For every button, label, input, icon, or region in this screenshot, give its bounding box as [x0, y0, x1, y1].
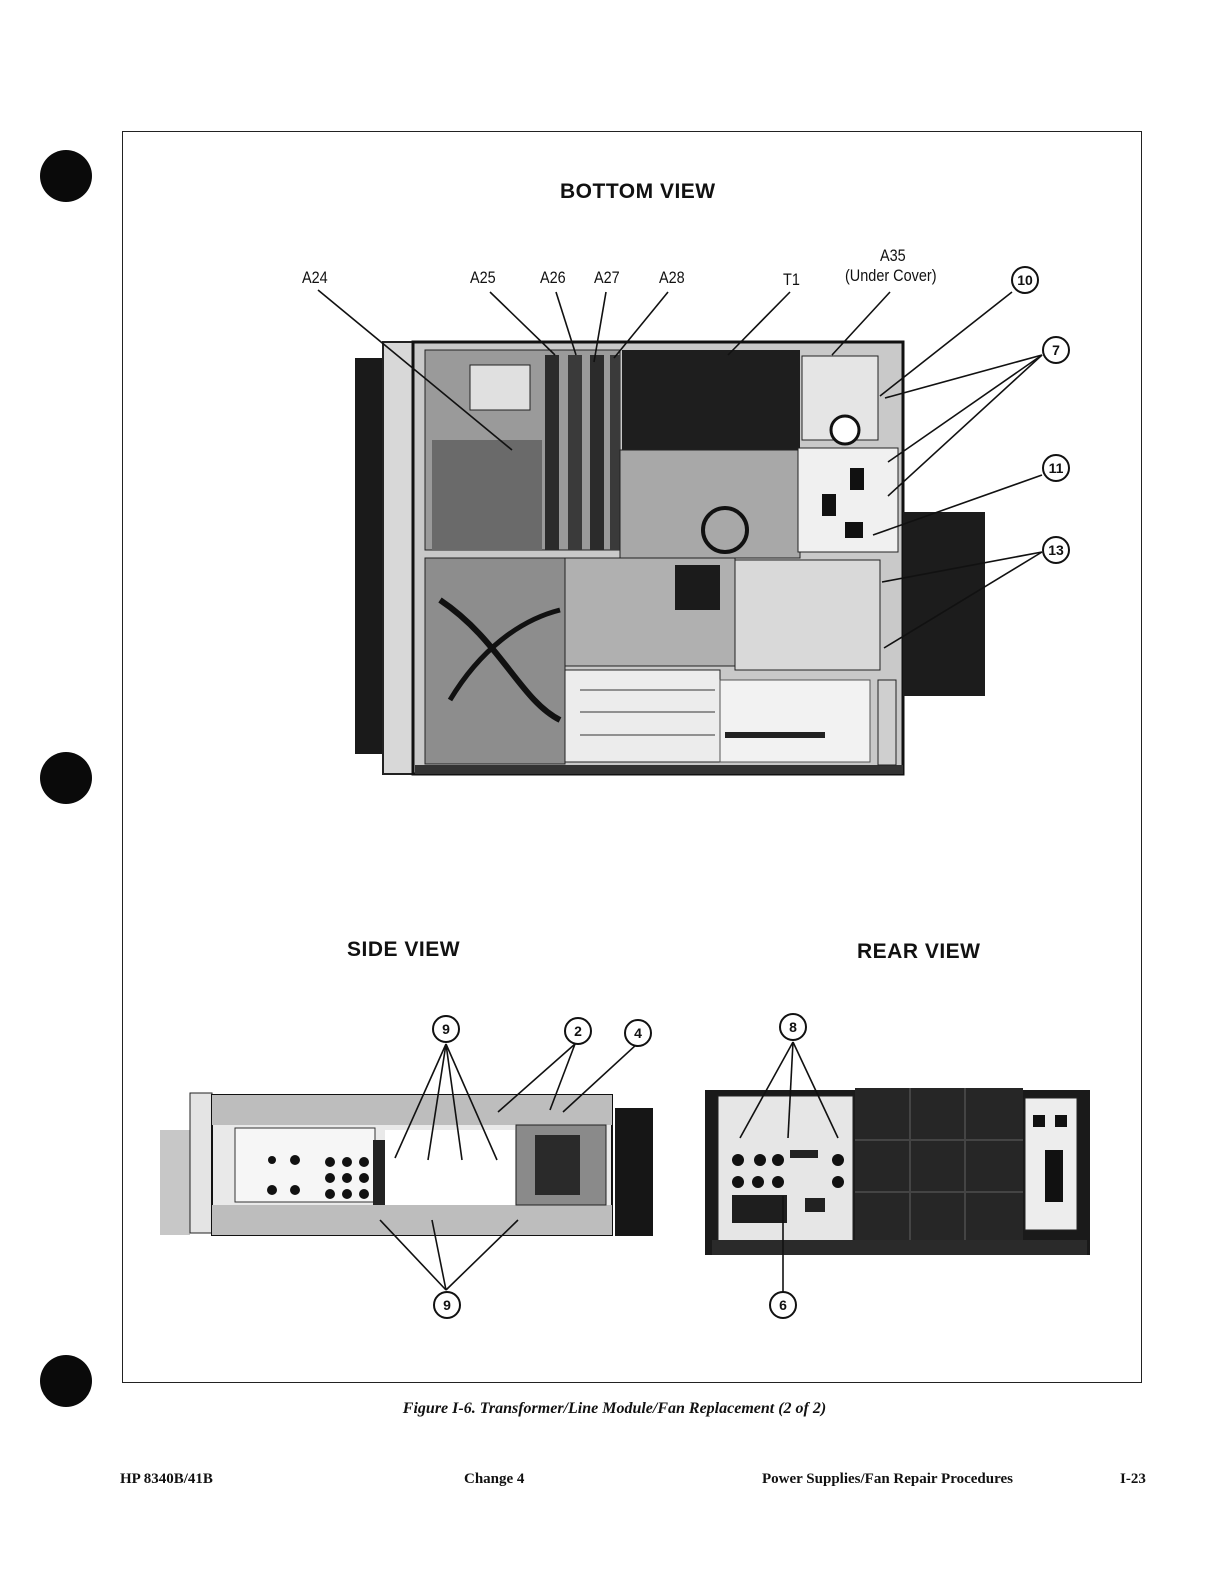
label-t1: T1	[783, 270, 800, 290]
figure-caption: Figure I-6. Transformer/Line Module/Fan …	[0, 1400, 1229, 1418]
callout-8: 8	[779, 1013, 807, 1041]
callout-10: 10	[1011, 266, 1039, 294]
bottom-view-photo	[355, 342, 985, 774]
callout-11: 11	[1042, 454, 1070, 482]
callout-13: 13	[1042, 536, 1070, 564]
label-a28: A28	[659, 268, 685, 288]
side-view-photo	[160, 1093, 653, 1236]
label-a26: A26	[540, 268, 566, 288]
footer-model: HP 8340B/41B	[120, 1471, 213, 1488]
callout-7: 7	[1042, 336, 1070, 364]
label-a27: A27	[594, 268, 620, 288]
callout-6: 6	[769, 1291, 797, 1319]
bottom-view-title: BOTTOM VIEW	[560, 180, 716, 204]
label-a35-note: (Under Cover)	[845, 266, 937, 286]
callout-9-bottom: 9	[433, 1291, 461, 1319]
callout-4: 4	[624, 1019, 652, 1047]
rear-view-title: REAR VIEW	[857, 940, 981, 964]
label-a25: A25	[470, 268, 496, 288]
callout-9-top: 9	[432, 1015, 460, 1043]
label-a35: A35	[880, 246, 906, 266]
side-view-title: SIDE VIEW	[347, 938, 460, 962]
footer-change: Change 4	[464, 1471, 524, 1488]
footer-page-number: I-23	[1120, 1471, 1146, 1488]
rear-view-photo	[705, 1088, 1090, 1255]
footer-section: Power Supplies/Fan Repair Procedures	[762, 1471, 1013, 1488]
callout-2: 2	[564, 1017, 592, 1045]
label-a24: A24	[302, 268, 328, 288]
